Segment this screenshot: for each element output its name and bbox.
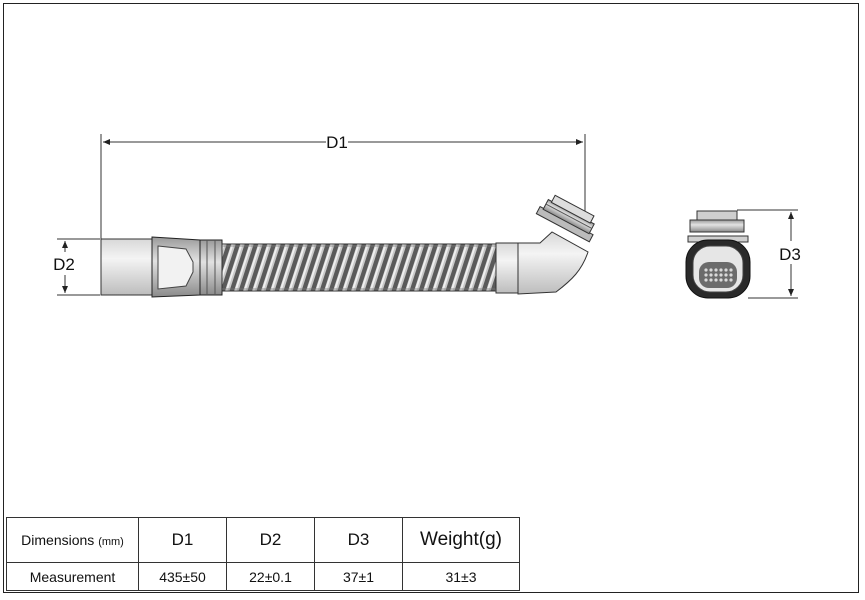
spec-table-header-row: Dimensions (mm) D1 D2 D3 Weight(g) [6, 517, 520, 563]
measurement-label: Measurement [6, 562, 139, 591]
d3-dimension [737, 209, 798, 299]
spec-table: Dimensions (mm) D1 D2 D3 Weight(g) Measu… [6, 517, 520, 591]
hose-end-view [685, 210, 751, 299]
d3-header: D3 [314, 517, 403, 563]
hose-side-view [100, 194, 595, 298]
d1-dimension [100, 134, 586, 240]
d3-value: 37±1 [314, 562, 403, 591]
d2-value: 22±0.1 [226, 562, 315, 591]
d1-header: D1 [138, 517, 227, 563]
d1-value: 435±50 [138, 562, 227, 591]
dimensions-label: Dimensions [21, 532, 95, 548]
unit-label: (mm) [98, 536, 124, 548]
d1-label: D1 [326, 133, 348, 152]
d3-label: D3 [779, 245, 801, 264]
drawing-frame [3, 3, 859, 593]
weight-header: Weight(g) [402, 517, 520, 563]
weight-value: 31±3 [402, 562, 520, 591]
spec-table-measurement-row: Measurement 435±50 22±0.1 37±1 31±3 [6, 562, 520, 591]
dimensions-header-cell: Dimensions (mm) [6, 517, 139, 563]
d2-header: D2 [226, 517, 315, 563]
d2-dimension [57, 238, 100, 296]
d2-label: D2 [53, 255, 75, 274]
